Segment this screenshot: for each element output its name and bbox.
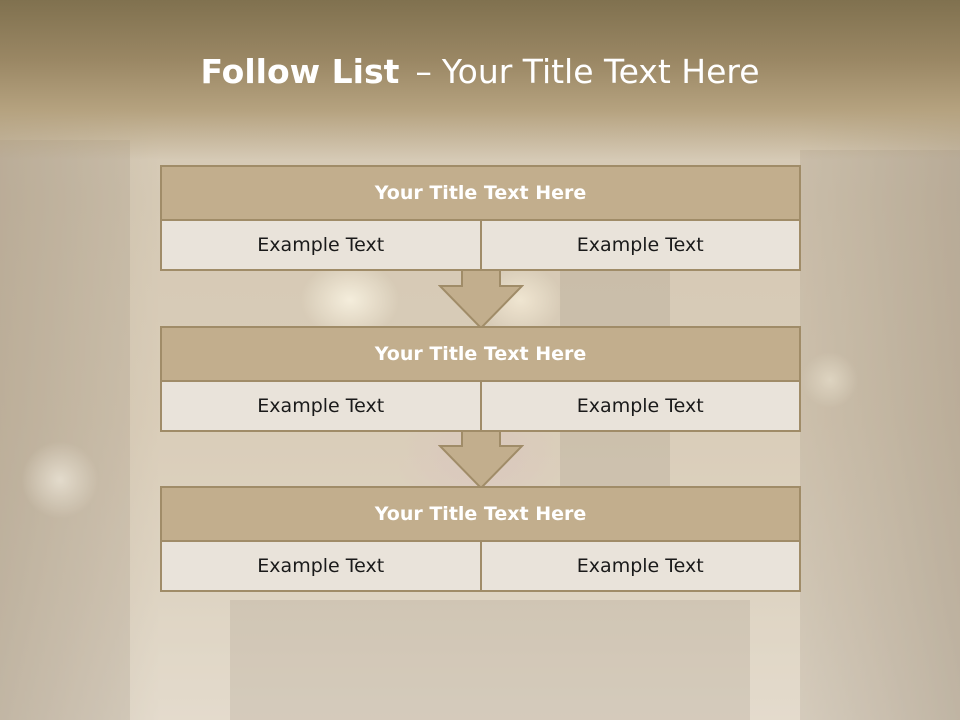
block-cell-left: Example Text [160, 221, 482, 271]
block-title: Your Title Text Here [160, 165, 801, 221]
block-cell-right: Example Text [481, 382, 801, 432]
block-title: Your Title Text Here [160, 326, 801, 382]
down-arrow-icon [438, 269, 524, 329]
list-block-2: Your Title Text Here Example Text Exampl… [160, 326, 801, 432]
title-bold-text: Follow List [200, 52, 400, 91]
down-arrow-icon [438, 429, 524, 489]
title-separator: – [415, 52, 432, 91]
list-block-1: Your Title Text Here Example Text Exampl… [160, 165, 801, 271]
block-cell-left: Example Text [160, 542, 482, 592]
slide-title: Follow List–Your Title Text Here [0, 52, 960, 91]
block-cell-right: Example Text [481, 542, 801, 592]
list-block-3: Your Title Text Here Example Text Exampl… [160, 486, 801, 592]
title-rest-text: Your Title Text Here [441, 52, 760, 91]
block-row: Example Text Example Text [160, 542, 801, 592]
block-row: Example Text Example Text [160, 221, 801, 271]
title-band [0, 0, 960, 160]
block-row: Example Text Example Text [160, 382, 801, 432]
block-cell-right: Example Text [481, 221, 801, 271]
block-cell-left: Example Text [160, 382, 482, 432]
block-title: Your Title Text Here [160, 486, 801, 542]
